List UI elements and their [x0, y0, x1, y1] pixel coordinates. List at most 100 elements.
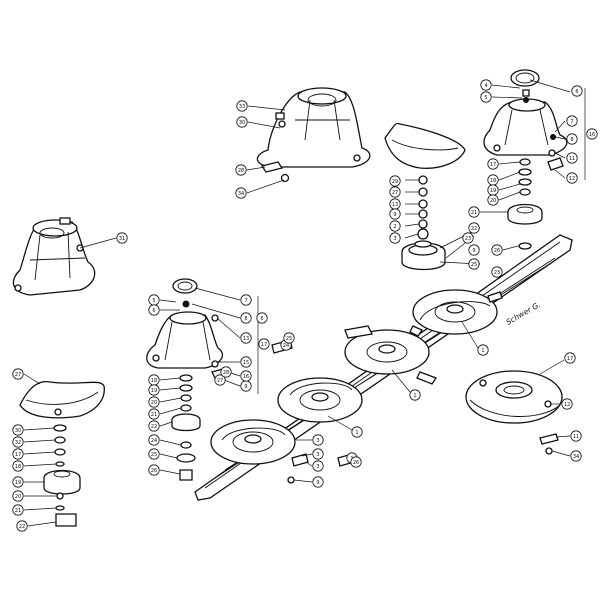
callout-label: 20 — [151, 400, 157, 406]
callout-label: 21 — [151, 412, 157, 418]
callout-label: 17 — [490, 162, 496, 168]
callout-label: 16 — [243, 374, 249, 380]
callout-label: 30 — [15, 428, 21, 434]
callout-c32a: 32 — [12, 436, 24, 448]
callout-label: 6 — [575, 89, 578, 95]
deflector-shield-left-bottom — [19, 380, 105, 419]
callout-label: 18 — [15, 464, 21, 470]
callout-label: 3 — [316, 452, 319, 458]
callout-label: 4 — [484, 83, 487, 89]
callout-c19c: 19 — [12, 476, 24, 488]
callout-label: 27 — [15, 372, 21, 378]
callout-label: 23 — [494, 270, 500, 276]
callout-c13b: 13 — [240, 332, 252, 344]
callout-c19b: 19 — [148, 384, 160, 396]
callout-c34a: 34 — [235, 187, 247, 199]
callout-c25c: 25 — [283, 332, 295, 344]
callout-label: 9 — [393, 212, 396, 218]
callout-c20c: 20 — [12, 490, 24, 502]
callout-c17b: 17 — [258, 338, 270, 350]
callout-c8b: 8 — [240, 312, 252, 324]
callout-label: 8 — [244, 316, 247, 322]
callout-c22c: 22 — [16, 520, 28, 532]
callout-c1c: 1 — [351, 426, 363, 438]
cutter-disc-4 — [210, 419, 296, 465]
bearing-stack-left-bottom — [43, 424, 81, 527]
callout-c18a: 18 — [487, 174, 499, 186]
callout-label: 3 — [393, 236, 396, 242]
callout-c18c: 18 — [12, 460, 24, 472]
callout-c12b: 12 — [561, 398, 573, 410]
callout-label: 9 — [472, 248, 475, 254]
callout-label: 17 — [567, 356, 573, 362]
callout-label: 3 — [316, 438, 319, 444]
callout-label: 13 — [243, 336, 249, 342]
cutter-bar-brand-text: Schwer G. — [505, 300, 542, 327]
cutter-disc-3 — [277, 377, 363, 423]
callout-label: 15 — [243, 360, 249, 366]
drum-housing-left-middle — [146, 278, 230, 384]
callout-c23a: 23 — [462, 232, 474, 244]
deflector-shield-29 — [384, 122, 466, 169]
callout-c22a: 22 — [468, 222, 480, 234]
callout-label: 19 — [151, 388, 157, 394]
callout-c3c: 3 — [312, 448, 324, 460]
callout-c21b: 21 — [148, 408, 160, 420]
callout-c31: 31 — [116, 232, 128, 244]
callout-c17d: 17 — [564, 352, 576, 364]
callout-label: 20 — [15, 494, 21, 500]
callout-label: 19 — [490, 188, 496, 194]
callout-c5b: 5 — [148, 294, 160, 306]
drum-housing-31 — [12, 217, 96, 296]
callout-label: 7 — [244, 298, 247, 304]
callout-c20b: 20 — [148, 396, 160, 408]
callout-label: 21 — [471, 210, 477, 216]
callout-c26b: 26 — [148, 464, 160, 476]
callout-label: 17 — [261, 342, 267, 348]
callout-label: 31 — [119, 236, 125, 242]
callout-c18b: 18 — [148, 374, 160, 386]
nut-34-top — [280, 173, 290, 183]
callout-c25b: 25 — [148, 448, 160, 460]
callout-c6c: 6 — [256, 312, 268, 324]
callout-c4a: 4 — [480, 79, 492, 91]
callout-c2a: 2 — [389, 220, 401, 232]
callout-label: 24 — [151, 438, 157, 444]
callout-c5a: 5 — [480, 91, 492, 103]
callout-c27b: 27 — [12, 368, 24, 380]
callout-c3d: 3 — [312, 460, 324, 472]
callout-c30: 30 — [236, 116, 248, 128]
callout-label: 5 — [484, 95, 487, 101]
callout-c25a: 25 — [468, 258, 480, 270]
callout-label: 5 — [152, 298, 155, 304]
callout-c7a: 7 — [566, 115, 578, 127]
callout-c15a: 15 — [240, 356, 252, 368]
callout-c17c: 17 — [12, 448, 24, 460]
callout-label: 1 — [355, 430, 358, 436]
callout-label: 34 — [238, 191, 244, 197]
callout-c12a: 12 — [566, 172, 578, 184]
callout-label: 24 — [283, 343, 289, 349]
callout-label: 25 — [286, 336, 292, 342]
callout-label: 28 — [223, 370, 229, 376]
callout-label: 6 — [152, 308, 155, 314]
callout-layer: 3330283431292713923456781112161718192021… — [12, 79, 598, 532]
callout-label: 26 — [494, 248, 500, 254]
callout-label: 3 — [316, 464, 319, 470]
callout-c8a: 8 — [566, 133, 578, 145]
callout-label: 22 — [471, 226, 477, 232]
callout-c27c: 27 — [214, 374, 226, 386]
callout-label: 26 — [353, 460, 359, 466]
callout-label: 25 — [151, 452, 157, 458]
callout-c1b: 1 — [409, 389, 421, 401]
drum-housing-top-right — [483, 69, 568, 171]
callout-c19a: 19 — [487, 184, 499, 196]
callout-label: 22 — [19, 524, 25, 530]
callout-label: 26 — [151, 468, 157, 474]
clip-28 — [260, 161, 284, 173]
callout-label: 27 — [392, 190, 398, 196]
callout-label: 27 — [217, 378, 223, 384]
callout-label: 18 — [490, 178, 496, 184]
cutter-disc-1 — [409, 289, 503, 337]
